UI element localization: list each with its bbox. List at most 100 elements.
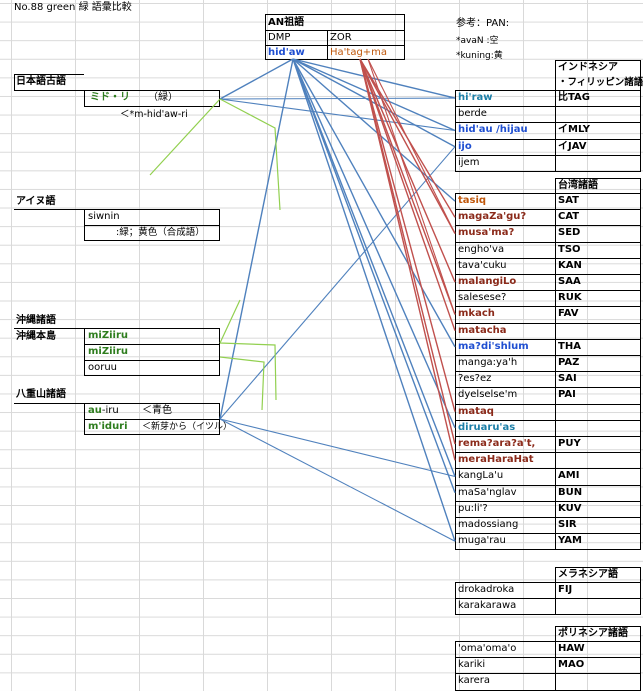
note-avan: *avaN :空 (456, 36, 499, 46)
link-zor-taiwan13 (359, 58, 456, 412)
link-dmp-taiwan17 (292, 58, 456, 477)
word-taiwan-19: pu:li'? (458, 502, 488, 514)
word-taiwan-20: madossiang (458, 519, 519, 530)
okinawa-header: 沖縄諸語 (16, 315, 56, 326)
link-dmp-taiwan18 (292, 58, 456, 493)
word-taiwan-14: diruaru'as (458, 421, 516, 433)
word-taiwan-13: mataq (458, 405, 494, 417)
taiwan-header-1: 台湾諸語 (558, 180, 598, 191)
table-row-code-cell (555, 154, 641, 172)
yaeyama-word-1: au-iru (88, 404, 119, 418)
word-melanesia-1: karakarawa (458, 600, 517, 612)
link-dmp-yaeyama (219, 58, 294, 420)
link-zor-b-sed (367, 58, 456, 234)
word-taiwan-10: manga:ya'h (458, 357, 518, 368)
word-taiwan-3: engho'va (458, 243, 505, 255)
word-taiwan-2: musa'ma? (458, 227, 515, 239)
yaeyama-note-1: ＜青色 (142, 405, 172, 416)
japanese-word-box (84, 90, 220, 107)
word-indonesia-0: hi'raw (458, 92, 493, 103)
word-indonesia-2: hid'au /hijau (458, 124, 528, 136)
indonesia-header-2: ・フィリッピン諸語 (558, 77, 643, 88)
link-yaeyama-ami (219, 418, 456, 478)
code-indonesia-2: イMLY (558, 124, 591, 136)
ainu-word: siwnin (88, 211, 120, 222)
dmp-form: hid'aw (268, 47, 305, 58)
link-zor-b-fav (367, 58, 456, 315)
japanese-header: 日本語古語 (16, 76, 66, 87)
code-polynesia-0: HAW (558, 643, 585, 654)
word-polynesia-0: 'oma'oma'o (458, 643, 517, 654)
dmp-label: DMP (268, 32, 291, 43)
word-taiwan-1: magaZa'gu? (458, 211, 527, 223)
word-taiwan-11: ?es?ez (458, 373, 492, 385)
word-taiwan-6: salesese? (458, 292, 507, 304)
okinawa-word-3: ooruu (88, 362, 118, 373)
table-row-code-cell (555, 533, 641, 551)
link-zor-taiwan16 (359, 58, 456, 461)
word-taiwan-7: mkach (458, 308, 495, 320)
word-taiwan-4: tava'cuku (458, 259, 507, 271)
code-taiwan-2: SED (558, 227, 581, 239)
word-taiwan-8: matacha (458, 324, 507, 336)
code-taiwan-20: SIR (558, 519, 577, 530)
link-zor-taiwan7 (359, 58, 456, 315)
code-taiwan-1: CAT (558, 211, 580, 223)
code-taiwan-10: PAZ (558, 357, 580, 368)
link-dmp-taiwan21 (292, 58, 456, 542)
code-taiwan-17: AMI (558, 470, 580, 482)
word-taiwan-0: tasiq (458, 195, 487, 206)
code-taiwan-21: YAM (558, 535, 582, 547)
code-taiwan-11: SAI (558, 373, 577, 385)
note-kuning: *kuning:黄 (456, 51, 503, 61)
link-japanese-tag (219, 97, 456, 100)
japanese-gloss: （緑） (148, 92, 178, 103)
word-polynesia-2: karera (458, 675, 491, 687)
indonesia-header-1: インドネシア (558, 62, 618, 73)
yaeyama-note-2: ＜新芽から（イツル） (142, 422, 233, 432)
ainu-gloss: :緑；黄色（合成語） (116, 227, 205, 238)
word-taiwan-5: malangiLo (458, 276, 517, 287)
code-indonesia-3: イJAV (558, 140, 587, 152)
word-taiwan-18: maSa'nglav (458, 486, 517, 498)
link-zor-taiwan2 (359, 58, 456, 234)
code-melanesia-0: FIJ (558, 584, 573, 595)
code-taiwan-6: RUK (558, 292, 582, 304)
word-taiwan-17: kangLa'u (458, 470, 504, 482)
japanese-word: ミド・リ (90, 92, 130, 103)
polynesia-header-1: ポリネシア諸語 (558, 628, 628, 639)
link-yaeyama-yam (219, 418, 456, 542)
proto-header: AN祖語 (268, 17, 305, 28)
yaeyama-word-2: m'iduri (88, 421, 128, 432)
word-indonesia-4: ijem (458, 156, 480, 168)
word-taiwan-21: muga'rau (458, 535, 506, 547)
code-indonesia-0: 比TAG (558, 92, 590, 103)
code-taiwan-4: KAN (558, 259, 582, 271)
okinawa-word-1: miZiiru (88, 330, 129, 341)
okinawa-word-2: miZiiru (88, 346, 129, 357)
page-title: No.88 green 緑 語彙比較 (14, 2, 132, 13)
yaeyama-word-1-suffix: -iru (101, 405, 119, 416)
link-japonic-green (149, 98, 281, 411)
melanesia-header-1: メラネシア語 (558, 569, 618, 580)
japanese-etym: ＜*m-hid'aw-ri (120, 109, 188, 120)
code-polynesia-1: MAO (558, 659, 585, 671)
yaeyama-word-1-root: au (88, 405, 102, 416)
code-taiwan-19: KUV (558, 502, 582, 514)
code-taiwan-5: SAA (558, 276, 581, 287)
word-indonesia-1: berde (458, 108, 487, 120)
link-zor-taiwan5 (359, 58, 456, 283)
code-taiwan-3: TSO (558, 243, 581, 255)
link-dmp-japanese (219, 58, 294, 100)
link-yaeyama-jav (219, 146, 456, 420)
link-dmp-taiwan14 (292, 58, 456, 429)
link-japanese-mly (219, 98, 456, 132)
word-taiwan-16: meraHaraHat (458, 454, 534, 466)
note-pan: 参考：PAN: (456, 18, 510, 29)
code-taiwan-15: PUY (558, 438, 581, 449)
yaeyama-header: 八重山諸語 (16, 389, 66, 400)
code-taiwan-18: BUN (558, 486, 583, 498)
okinawa-main-header: 沖縄本島 (16, 331, 56, 342)
code-taiwan-0: SAT (558, 195, 579, 206)
